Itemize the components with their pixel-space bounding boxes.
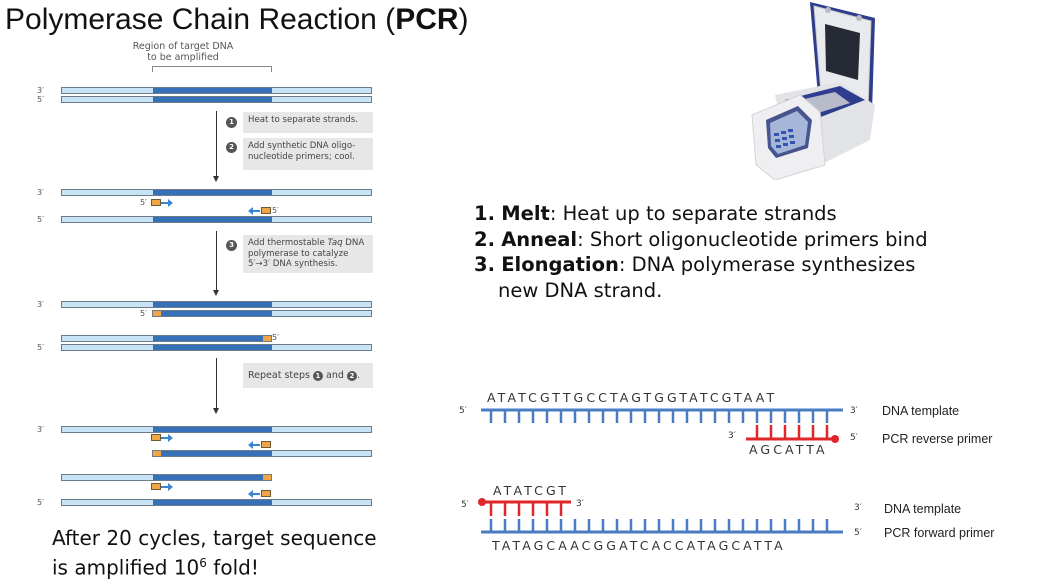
label-dna-template: DNA template [882, 404, 960, 418]
primer [261, 490, 271, 497]
dna-strand [61, 499, 372, 506]
primer-arrow-icon [248, 490, 260, 498]
step-2-box: Add synthetic DNA oligo- nucleotide prim… [243, 138, 373, 170]
repeat-steps-box: Repeat steps 1 and 2. [243, 363, 373, 388]
dna-strand [152, 450, 372, 457]
dna-strand [61, 189, 372, 196]
label-dna-template: DNA template [884, 502, 962, 516]
dna-strand [61, 301, 372, 308]
primer-arrow-icon [161, 434, 173, 442]
end-label: 5′ [461, 500, 469, 510]
end-label: 5′ [37, 95, 44, 104]
dna-strand [61, 216, 372, 223]
step-badge-3: 3 [226, 240, 237, 251]
region-label: Region of target DNA to be amplified [132, 41, 234, 63]
end-label: 3′ [37, 425, 44, 434]
end-label: 3′ [37, 86, 44, 95]
dna-strand [61, 426, 372, 433]
end-label: 5′ [459, 406, 467, 416]
label-reverse-primer: PCR reverse primer [882, 432, 993, 446]
dna-strand [61, 96, 372, 103]
arrowhead-icon [213, 408, 219, 414]
end-label: 5′ [272, 333, 279, 342]
step-3-box: Add thermostable Taq DNA polymerase to c… [243, 235, 373, 273]
end-label: 5′ [37, 343, 44, 352]
primer [151, 483, 161, 490]
primer [151, 434, 161, 441]
end-label: 5′ [37, 215, 44, 224]
step-badge-2: 2 [226, 142, 237, 153]
step-item-melt: 1. Melt: Heat up to separate strands [474, 202, 837, 225]
end-label: 5′ [140, 309, 147, 318]
template-sequence: TATAGCAACGGATCACCATAGCATTA [492, 538, 786, 553]
label-forward-primer: PCR forward primer [884, 526, 995, 540]
dna-strand [61, 474, 272, 481]
step-item-anneal: 2. Anneal: Short oligonucleotide primers… [474, 227, 928, 251]
end-label: 5′ [272, 206, 279, 215]
pcr-steps-list: 1. Melt: Heat up to separate strands 2. … [474, 201, 928, 303]
process-arrow [216, 111, 217, 176]
dna-strand [61, 87, 372, 94]
end-label: 5′ [854, 528, 862, 538]
primer [151, 199, 161, 206]
end-label: 3′ [576, 499, 584, 509]
end-label: 5′ [37, 498, 44, 507]
step-1-box: Heat to separate strands. [243, 112, 373, 133]
end-label: 3′ [850, 406, 858, 416]
page-title: Polymerase Chain Reaction (PCR) [5, 3, 469, 36]
thermal-cycler-image [751, 2, 875, 180]
arrowhead-icon [213, 290, 219, 296]
dna-ladder [481, 408, 843, 443]
end-label: 3′ [37, 300, 44, 309]
template-sequence: ATATCGTTGCCTAGTGGTATCGTAAT [487, 390, 778, 405]
step-item-elongation: 3. Elongation: DNA polymerase synthesize… [474, 253, 916, 276]
end-label: 3′ [37, 188, 44, 197]
dna-strand [61, 344, 372, 351]
region-bracket [152, 66, 272, 72]
primer-arrow-icon [161, 199, 173, 207]
primer [261, 207, 271, 214]
primer-arrow-icon [161, 483, 173, 491]
process-arrow [216, 358, 217, 408]
end-label: 5′ [850, 433, 858, 443]
end-label: 5′ [140, 198, 147, 207]
primer-sequence: ATATCGT [493, 483, 570, 498]
primer-sequence: AGCATTA [749, 442, 828, 457]
primer-arrow-icon [248, 207, 260, 215]
end-label: 3′ [728, 431, 736, 441]
dna-strand [152, 310, 372, 317]
dna-strand [61, 335, 272, 342]
primer [261, 441, 271, 448]
primer-arrow-icon [248, 441, 260, 449]
amplification-caption: After 20 cycles, target sequence is ampl… [52, 526, 377, 580]
end-label: 3′ [854, 503, 862, 513]
step-item-elongation-cont: new DNA strand. [498, 278, 663, 302]
arrowhead-icon [213, 176, 219, 182]
dna-ladder [478, 498, 843, 534]
process-arrow [216, 231, 217, 290]
step-badge-1: 1 [226, 117, 237, 128]
